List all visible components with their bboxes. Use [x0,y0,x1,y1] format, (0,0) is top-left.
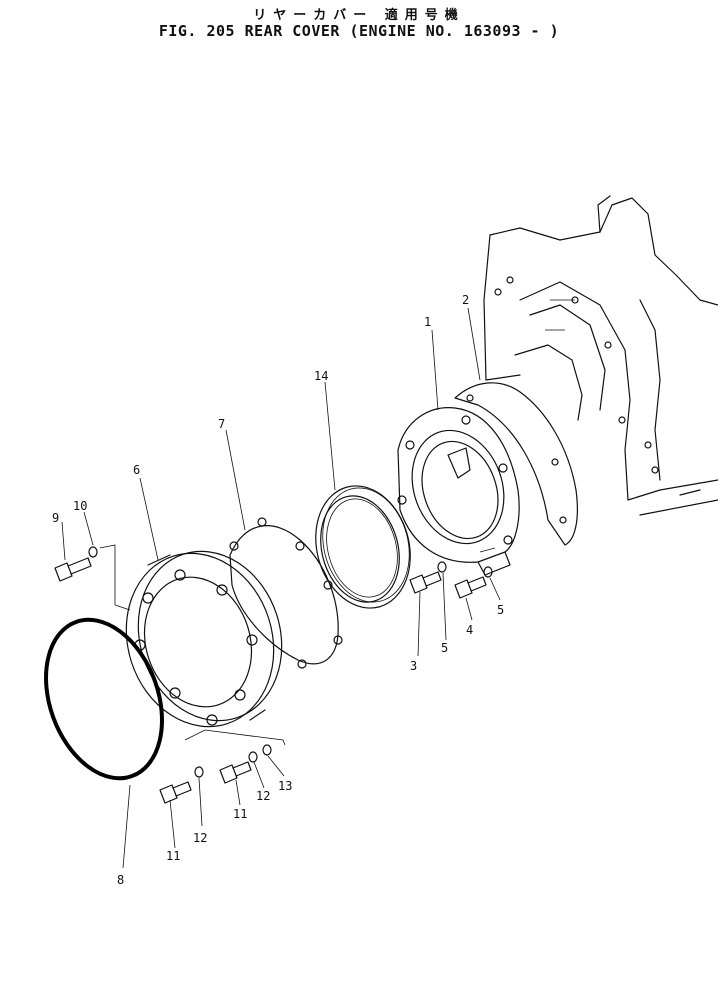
callout-7: 7 [218,417,225,431]
callout-4: 4 [466,623,473,637]
callout-13: 13 [278,779,292,793]
part-8-o-ring [44,617,164,781]
callout-11-left: 11 [166,849,180,863]
engine-housing [483,195,718,516]
part-1-rear-cover [397,407,520,576]
part-2-gasket [454,382,578,546]
callout-6: 6 [133,463,140,477]
callout-11-right: 11 [233,807,247,821]
part-10-washer [88,546,98,558]
callout-2: 2 [462,293,469,307]
bolt-4-5-leader [479,547,496,553]
callout-12-right: 12 [256,789,270,803]
callout-leaders [61,307,501,869]
part-12-washer-left [194,766,204,778]
part-4-bolt [454,576,487,599]
callout-9: 9 [52,511,59,525]
part-6-seal-housing [125,550,283,728]
figure-title: FIG. 205 REAR COVER (ENGINE NO. 163093 -… [158,22,560,40]
part-9-bolt [54,557,92,582]
callout-5-left: 5 [441,641,448,655]
callout-8: 8 [117,873,124,887]
callout-10: 10 [73,499,87,513]
part-12-washer-right [248,751,258,763]
part-7-gasket [229,517,343,669]
callout-1: 1 [424,315,431,329]
part-3-bolt [409,571,442,594]
callout-5-right: 5 [497,603,504,617]
part-11-bolt-left [159,781,192,804]
callout-12-left: 12 [193,831,207,845]
bolt-9-10-leader [99,544,131,611]
callout-3: 3 [410,659,417,673]
part-13-washer [262,744,272,756]
part-11-bolt-right [219,761,252,784]
part-5-washer-left [437,561,447,573]
part-5-washer-right [483,566,493,578]
bolt-11-13-leader [184,729,286,746]
part-14-oil-seal [315,485,411,609]
callout-14: 14 [314,369,328,383]
title-japanese: リヤーカバー 適用号機 [253,8,465,23]
